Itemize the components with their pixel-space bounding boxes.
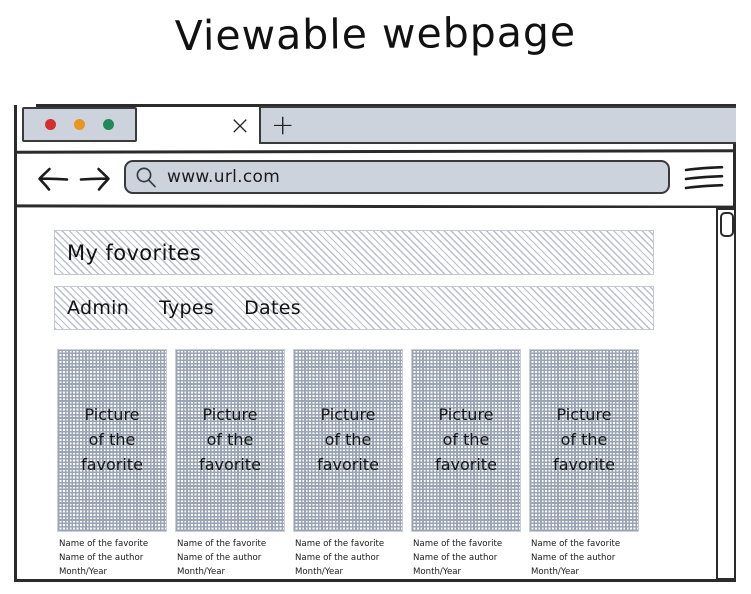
- author-name: Name of the author: [59, 552, 144, 563]
- favorite-thumbnail[interactable]: Picture of the favorite: [293, 349, 403, 532]
- favorite-date: Month/Year: [177, 566, 226, 577]
- favorite-caption: Name of the favorite Name of the author …: [175, 538, 285, 580]
- favorite-name: Name of the favorite: [59, 539, 149, 549]
- thumb-line: favorite: [317, 454, 379, 474]
- menu-button[interactable]: [682, 163, 726, 193]
- favorite-card[interactable]: Picture of the favorite Name of the favo…: [529, 349, 639, 577]
- favorite-card[interactable]: Picture of the favorite Name of the favo…: [57, 349, 167, 577]
- thumb-line: of the: [324, 430, 372, 450]
- window-controls-tab[interactable]: [22, 107, 137, 142]
- hamburger-menu-icon: [684, 165, 724, 190]
- thumb-line: Picture: [438, 405, 494, 425]
- page-title: Viewable webpage: [174, 7, 577, 61]
- arrow-right-icon: [79, 167, 110, 191]
- nav-item-dates[interactable]: Dates: [244, 297, 301, 319]
- thumb-line: favorite: [199, 454, 261, 474]
- favorite-name: Name of the favorite: [531, 539, 621, 549]
- vertical-scrollbar[interactable]: [716, 208, 736, 580]
- thumb-line: of the: [560, 430, 608, 450]
- favorite-date: Month/Year: [531, 566, 580, 577]
- forward-button[interactable]: [78, 165, 112, 193]
- favorite-thumbnail[interactable]: Picture of the favorite: [529, 349, 639, 532]
- favorite-card[interactable]: Picture of the favorite Name of the favo…: [293, 349, 403, 577]
- author-name: Name of the author: [295, 552, 380, 563]
- browser-window: × + www.url.com: [14, 104, 737, 582]
- favorite-caption: Name of the favorite Name of the author …: [293, 538, 403, 580]
- browser-tab-bar: × +: [14, 106, 736, 151]
- favorite-date: Month/Year: [413, 566, 462, 577]
- favorite-caption: Name of the favorite Name of the author …: [57, 538, 167, 580]
- thumb-line: Picture: [556, 405, 612, 425]
- new-tab-button[interactable]: +: [259, 106, 736, 144]
- browser-toolbar: www.url.com: [14, 153, 736, 205]
- site-header-bar: My fovorites: [54, 230, 654, 275]
- favorite-card[interactable]: Picture of the favorite Name of the favo…: [175, 349, 285, 577]
- plus-icon: +: [271, 108, 295, 141]
- window-border-top: [36, 104, 736, 107]
- favorite-caption: Name of the favorite Name of the author …: [529, 538, 639, 580]
- close-tab-icon[interactable]: ×: [229, 111, 251, 141]
- site-title: My fovorites: [67, 240, 202, 265]
- thumb-line: of the: [88, 430, 136, 450]
- address-bar[interactable]: www.url.com: [124, 160, 670, 194]
- search-icon: [136, 167, 156, 188]
- favorite-date: Month/Year: [295, 566, 344, 577]
- favorite-card[interactable]: Picture of the favorite Name of the favo…: [411, 349, 521, 577]
- nav-item-types[interactable]: Types: [159, 297, 215, 319]
- favorite-name: Name of the favorite: [413, 539, 503, 549]
- nav-item-admin[interactable]: Admin: [67, 297, 130, 319]
- thumb-line: of the: [206, 430, 254, 450]
- thumb-line: favorite: [81, 454, 143, 474]
- site-nav-bar: Admin Types Dates: [54, 286, 654, 330]
- favorite-date: Month/Year: [59, 566, 108, 577]
- window-border-bottom: [15, 579, 735, 582]
- author-name: Name of the author: [531, 552, 616, 563]
- thumb-line: Picture: [320, 405, 376, 425]
- scrollbar-thumb[interactable]: [720, 212, 734, 237]
- favorite-thumbnail[interactable]: Picture of the favorite: [175, 349, 285, 532]
- minimize-dot-icon[interactable]: [74, 119, 85, 130]
- favorite-thumbnail[interactable]: Picture of the favorite: [57, 349, 167, 532]
- favorite-caption: Name of the favorite Name of the author …: [411, 538, 521, 580]
- thumb-line: Picture: [202, 405, 258, 425]
- thumb-line: favorite: [553, 454, 615, 474]
- back-button[interactable]: [36, 165, 70, 193]
- thumb-line: of the: [442, 430, 490, 450]
- url-text[interactable]: www.url.com: [167, 167, 281, 187]
- author-name: Name of the author: [177, 552, 262, 563]
- maximize-dot-icon[interactable]: [103, 119, 114, 130]
- favorites-card-grid: Picture of the favorite Name of the favo…: [57, 349, 657, 577]
- thumb-line: Picture: [84, 405, 140, 425]
- arrow-left-icon: [38, 167, 69, 191]
- favorite-thumbnail[interactable]: Picture of the favorite: [411, 349, 521, 532]
- favorite-name: Name of the favorite: [295, 539, 385, 549]
- author-name: Name of the author: [413, 552, 498, 563]
- favorite-name: Name of the favorite: [177, 539, 267, 549]
- thumb-line: favorite: [435, 454, 497, 474]
- close-dot-icon[interactable]: [45, 119, 56, 130]
- window-border-left: [14, 105, 17, 582]
